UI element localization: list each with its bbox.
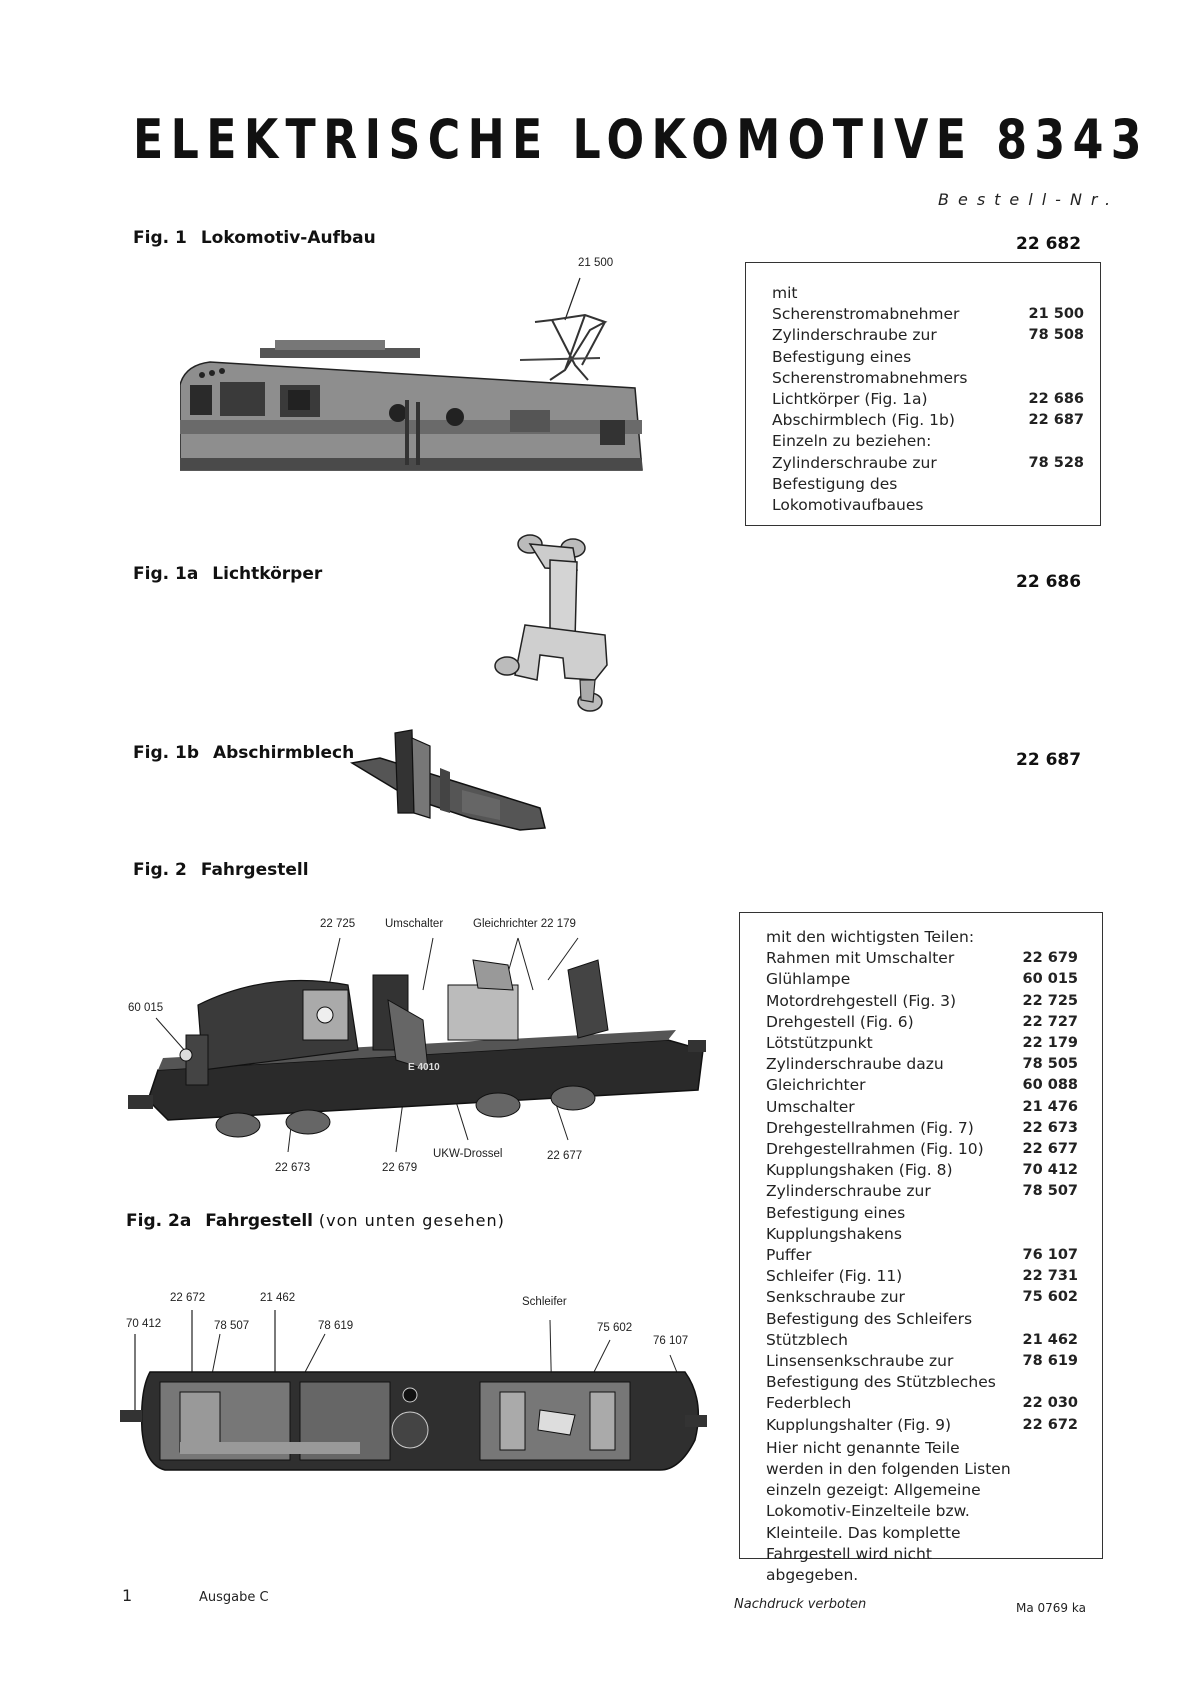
fig2a-callout: 21 462: [260, 1292, 296, 1304]
fig2-box-intro: mit den wichtigsten Teilen:: [766, 928, 975, 946]
fig2a-callout: Schleifer: [522, 1296, 567, 1308]
fig2a-callout: 76 107: [653, 1335, 689, 1347]
parts-list-item: Drehgestellrahmen (Fig. 7)22 673: [766, 1118, 1078, 1137]
fig2a-callout: 78 619: [318, 1320, 354, 1332]
fig2-parts-box: mit den wichtigsten Teilen: Rahmen mit U…: [739, 912, 1103, 1584]
fig1-name: Lokomotiv-Aufbau: [200, 228, 376, 248]
fig1a-name: Lichtkörper: [212, 564, 323, 584]
parts-list-item: Schleifer (Fig. 11)22 731: [766, 1267, 1078, 1286]
fig1-part-number: 22 682: [1016, 234, 1082, 254]
page-title: ELEKTRISCHE LOKOMOTIVE 8343: [133, 108, 1149, 171]
fig2-callout: 22 673: [275, 1162, 311, 1174]
fig2-callout: 22 677: [547, 1150, 583, 1162]
lichtkoerper-illustration: [494, 534, 608, 712]
fig2a-callout: 75 602: [597, 1322, 633, 1334]
fig2-callout: 60 015: [128, 1002, 164, 1014]
parts-list-item: Zylinderschraube zur Befestigung eines S…: [772, 326, 1084, 387]
bestell-nr-heading: Bestell-Nr.: [938, 190, 1120, 209]
fahrgestell-underside-illustration: [120, 1310, 707, 1471]
fig1b-heading: Fig. 1b Abschirmblech: [133, 743, 354, 763]
fig2-callout: 22 725: [320, 918, 356, 930]
parts-list-item: Linsensenkschraube zur Befestigung des S…: [766, 1352, 1078, 1392]
parts-list-item: Drehgestell (Fig. 6)22 727: [766, 1012, 1078, 1031]
svg-text:E 4010: E 4010: [408, 1062, 440, 1073]
fig2-label: Fig. 2: [133, 860, 187, 880]
fig2-callout: Gleichrichter 22 179: [473, 918, 576, 930]
abschirmblech-illustration: [350, 729, 546, 831]
fahrgestell-illustration: E 4010: [128, 937, 706, 1153]
fig2a-heading: Fig. 2a Fahrgestell (von unten gesehen): [126, 1211, 505, 1231]
fig1b-part-number: 22 687: [1016, 750, 1082, 770]
parts-list-item: Senkschraube zur Befestigung des Schleif…: [766, 1288, 1078, 1328]
parts-list-item: Motordrehgestell (Fig. 3)22 725: [766, 991, 1078, 1010]
fig2a-name: Fahrgestell: [205, 1211, 313, 1231]
parts-list-item: Drehgestellrahmen (Fig. 10)22 677: [766, 1140, 1078, 1159]
fig1-callout-pantograph: 21 500: [578, 257, 614, 269]
fig1a-part-number: 22 686: [1016, 572, 1082, 592]
fig1a-label: Fig. 1a: [133, 564, 199, 584]
parts-list-item: Abschirmblech (Fig. 1b)22 687: [772, 411, 1084, 430]
fig2-callout: Umschalter: [385, 918, 444, 930]
fig1-box-intro: mit: [772, 284, 798, 302]
fig1b-name: Abschirmblech: [212, 743, 355, 763]
parts-list-item: Kupplungshalter (Fig. 9)22 672: [766, 1415, 1078, 1434]
locomotive-body-illustration: [180, 277, 643, 471]
parts-list-subheading: Einzeln zu beziehen:: [772, 432, 932, 451]
page-number: 1: [122, 1586, 133, 1605]
parts-list-item: Lichtkörper (Fig. 1a)22 686: [772, 390, 1084, 409]
parts-list-item: Kupplungshaken (Fig. 8)70 412: [766, 1161, 1078, 1180]
fig2-heading: Fig. 2 Fahrgestell: [133, 860, 309, 880]
fig2-callout: 22 679: [382, 1162, 418, 1174]
fig2-box-note: Hier nicht genannte Teile werden in den …: [766, 1438, 1011, 1585]
fig2a-label: Fig. 2a: [126, 1211, 192, 1231]
fig2-callout: UKW-Drossel: [433, 1148, 503, 1160]
fig1-heading: Fig. 1 Lokomotiv-Aufbau: [133, 228, 376, 248]
fig1-label: Fig. 1: [133, 228, 187, 248]
edition-label: Ausgabe C: [199, 1590, 269, 1605]
fig2a-extra: (von unten gesehen): [318, 1211, 505, 1230]
fig2a-callout: 22 672: [170, 1292, 206, 1304]
fig1b-label: Fig. 1b: [133, 743, 199, 763]
document-code: Ma 0769 ka: [1016, 1601, 1086, 1615]
reprint-notice: Nachdruck verboten: [734, 1597, 867, 1612]
fig2a-callout: 78 507: [214, 1320, 250, 1332]
fig1a-heading: Fig. 1a Lichtkörper: [133, 564, 322, 584]
fig2a-callout: 70 412: [126, 1318, 162, 1330]
parts-list-item: Zylinderschraube zur Befestigung des Lok…: [772, 453, 1084, 515]
fig2-name: Fahrgestell: [200, 860, 309, 880]
parts-list-item: Zylinderschraube zur Befestigung eines K…: [766, 1182, 1078, 1243]
